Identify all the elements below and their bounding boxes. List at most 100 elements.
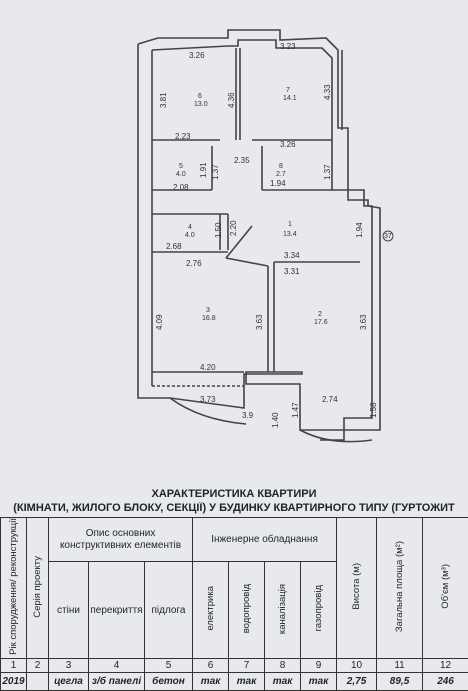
room-7: 7 14.1: [283, 87, 297, 102]
dim-label: 2.35: [234, 156, 250, 165]
room-number: 6: [198, 93, 202, 100]
dim-label: 4.20: [200, 363, 216, 372]
col-electric-header: електрика: [193, 562, 229, 658]
dim-label: 1.94: [270, 179, 286, 188]
room-area: 17.6: [314, 319, 328, 326]
dim-label: 1.58: [369, 402, 378, 418]
table-cell: 89,5: [377, 672, 423, 690]
col-series-header: Серія проекту: [27, 518, 49, 659]
col-gas-header: газопровід: [301, 562, 337, 658]
col-number: 2: [27, 658, 49, 672]
col-walls-header: стіни: [49, 562, 89, 658]
dim-label: 4.33: [323, 84, 332, 100]
dim-label: 3.73: [200, 395, 216, 404]
dim-label: 2.74: [322, 395, 338, 404]
room-4: 4 4.0: [185, 224, 195, 239]
room-8: 8 2.7: [276, 163, 286, 178]
elements-group-header: Опис основних конструктивних елементів: [49, 518, 193, 562]
table-cell: 2,75: [337, 672, 377, 690]
dim-label: 2.20: [229, 220, 238, 236]
values-row: 2019 цегла з/б панелі бетон так так так …: [1, 672, 468, 690]
room-number: 7: [286, 87, 290, 94]
dim-label: 3.31: [284, 267, 300, 276]
room-area: 13.4: [283, 231, 297, 238]
dim-label: 2.76: [186, 259, 202, 268]
col-floor-header: підлога: [145, 562, 193, 658]
room-area: 4.0: [185, 232, 195, 239]
room-number: 3: [206, 307, 210, 314]
col-volume-header: Об'єм (м³): [423, 518, 468, 659]
room-3: 3 16.8: [202, 307, 216, 322]
table-cell: так: [265, 672, 301, 690]
column-number-row: 1 2 3 4 5 6 7 8 9 10 11 12: [1, 658, 468, 672]
table-cell: так: [301, 672, 337, 690]
col-number: 5: [145, 658, 193, 672]
col-number: 7: [229, 658, 265, 672]
col-number: 12: [423, 658, 468, 672]
table-cell: з/б панелі: [89, 672, 145, 690]
room-5: 5 4.0: [176, 163, 186, 178]
room-area: 13.0: [194, 101, 208, 108]
col-number: 10: [337, 658, 377, 672]
col-number: 8: [265, 658, 301, 672]
dim-label: 1.91: [199, 162, 208, 178]
col-number: 11: [377, 658, 423, 672]
col-number: 9: [301, 658, 337, 672]
room-number: 1: [288, 221, 292, 228]
engineering-group-header: Інженерне обладнання: [193, 518, 337, 562]
dim-label: 3.9: [242, 411, 254, 420]
dim-label: 3.34: [284, 251, 300, 260]
dim-label: 1.40: [271, 412, 280, 428]
room-6: 6 13.0: [194, 93, 208, 108]
room-area: 4.0: [176, 171, 186, 178]
table-cell: так: [229, 672, 265, 690]
dim-label: 4.09: [155, 314, 164, 330]
dim-label: 1.37: [211, 164, 220, 180]
table-cell: цегла: [49, 672, 89, 690]
col-sewer-header: каналізація: [265, 562, 301, 658]
dim-label: 2.08: [173, 183, 189, 192]
inner-frame: [152, 40, 372, 440]
col-number: 3: [49, 658, 89, 672]
dim-label: 3.23: [280, 42, 296, 51]
col-area-header: Загальна площа (м²): [377, 518, 423, 659]
table-subtitle: (КІМНАТИ, ЖИЛОГО БЛОКУ, СЕКЦІЇ) У БУДИНК…: [0, 502, 468, 514]
table-cell: 246: [423, 672, 468, 690]
dim-label: 3.63: [255, 314, 264, 330]
table-cell: бетон: [145, 672, 193, 690]
col-number: 6: [193, 658, 229, 672]
outer-wall: [138, 30, 380, 430]
col-number: 1: [1, 658, 27, 672]
room-area: 14.1: [283, 95, 297, 102]
dim-label: 1.50: [214, 222, 223, 238]
col-number: 4: [89, 658, 145, 672]
room-number: 8: [279, 163, 283, 170]
col-height-header: Висота (м): [337, 518, 377, 659]
dim-label: 2.23: [175, 132, 191, 141]
apartment-characteristics-table: Рік спорудження/ реконструкції Серія про…: [0, 517, 468, 691]
table-title: ХАРАКТЕРИСТИКА КВАРТИРИ: [0, 488, 468, 500]
table-cell: 2019: [1, 672, 27, 690]
table-cell: [27, 672, 49, 690]
col-floors-header: перекриття: [89, 562, 145, 658]
dim-label: 1.37: [323, 164, 332, 180]
dim-label: 3.63: [359, 314, 368, 330]
dim-label: 3.81: [159, 92, 168, 108]
dim-label: 1.94: [355, 222, 364, 238]
room-1: 1 13.4: [283, 221, 297, 238]
dim-label: 3.26: [189, 51, 205, 60]
room-area: 2.7: [276, 171, 286, 178]
floor-plan: 37 3.26 3.23 3.81 4.36 4.33 2.23 3.26 2.…: [0, 0, 468, 490]
col-water-header: водопровід: [229, 562, 265, 658]
dim-label: 3.26: [280, 140, 296, 149]
dim-label: 2.68: [166, 242, 182, 251]
dim-label: 4.36: [227, 92, 236, 108]
room-number: 4: [188, 224, 192, 231]
room-2: 2 17.6: [314, 311, 328, 326]
col-year-header: Рік спорудження/ реконструкції: [1, 518, 27, 659]
marker-label: 37: [384, 233, 392, 240]
room-number: 2: [318, 311, 322, 318]
room-area: 16.8: [202, 315, 216, 322]
dim-label: 1.47: [291, 402, 300, 418]
table-cell: так: [193, 672, 229, 690]
